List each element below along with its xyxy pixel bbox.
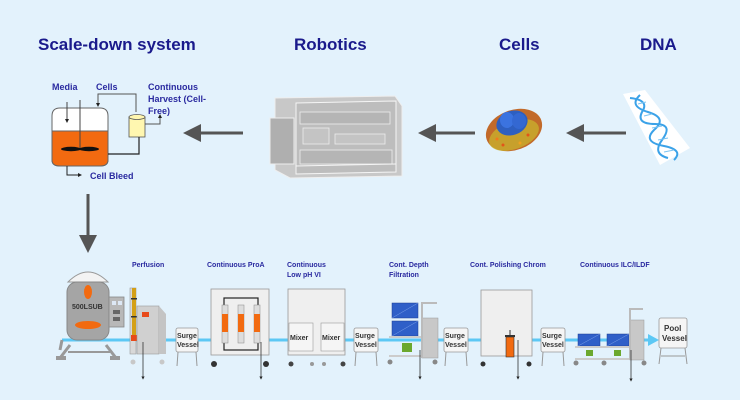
perfusion-skid xyxy=(129,287,166,380)
vessel-label: Vessel xyxy=(355,342,377,349)
pool-vessel-label: Vessel xyxy=(662,334,687,343)
step-label-depth-1: Cont. Depth xyxy=(389,262,429,269)
surge-vessel-2: Surge Vessel xyxy=(353,327,379,367)
pool-label: Pool xyxy=(664,324,681,333)
surge-vessel-3: Surge Vessel xyxy=(443,327,469,367)
heading-scale-down: Scale-down system xyxy=(38,35,196,54)
mixer-label-2: Mixer xyxy=(322,335,341,342)
surge-label: Surge xyxy=(177,333,197,340)
step-label-polishing: Cont. Polishing Chrom xyxy=(470,262,546,269)
media-label: Media xyxy=(52,82,79,92)
mixer-label-1: Mixer xyxy=(290,335,309,342)
pool-vessel: Pool Vessel xyxy=(658,317,688,365)
scale-down-bioreactor: Media Cells Continuous Harvest (Cell- Fr… xyxy=(51,82,206,181)
heading-cells: Cells xyxy=(499,35,540,54)
step-label-lowph-2: Low pH VI xyxy=(287,272,321,279)
surge-label: Surge xyxy=(445,333,465,340)
heading-robotics: Robotics xyxy=(294,35,367,54)
step-label-proa: Continuous ProA xyxy=(207,262,265,269)
harvest-label-1: Continuous xyxy=(148,82,198,92)
low-ph-vi-skid: Mixer Mixer xyxy=(287,288,346,367)
vessel-label: Vessel xyxy=(542,342,564,349)
polishing-chrom-skid xyxy=(480,289,533,380)
step-label-perfusion: Perfusion xyxy=(132,262,164,269)
surge-vessel-1: Surge Vessel xyxy=(175,327,199,367)
step-label-depth-2: Filtration xyxy=(389,272,419,279)
cells-label: Cells xyxy=(96,82,118,92)
ilc-ildf-skid xyxy=(573,308,647,382)
vessel-label: Vessel xyxy=(445,342,467,349)
flow-arrowhead xyxy=(648,334,659,346)
cell-bleed-label: Cell Bleed xyxy=(90,171,134,181)
bioreactor-500lsub: 500LSUB xyxy=(56,271,125,360)
surge-label: Surge xyxy=(542,333,562,340)
heading-dna: DNA xyxy=(640,35,677,54)
continuous-proa-skid xyxy=(210,288,270,380)
step-label-lowph-1: Continuous xyxy=(287,262,326,269)
robotics-liquid-handler-icon xyxy=(269,95,403,179)
cell-icon xyxy=(485,108,543,152)
surge-label: Surge xyxy=(355,333,375,340)
bioreactor-label: 500LSUB xyxy=(72,304,103,311)
dna-helix-icon xyxy=(623,90,690,165)
depth-filtration-skid xyxy=(387,302,439,380)
step-label-ilc: Continuous ILC/ILDF xyxy=(580,262,650,269)
harvest-label-2: Harvest (Cell- xyxy=(148,94,206,104)
vessel-label: Vessel xyxy=(177,342,199,349)
surge-vessel-4: Surge Vessel xyxy=(540,327,566,367)
harvest-label-3: Free) xyxy=(148,106,170,116)
